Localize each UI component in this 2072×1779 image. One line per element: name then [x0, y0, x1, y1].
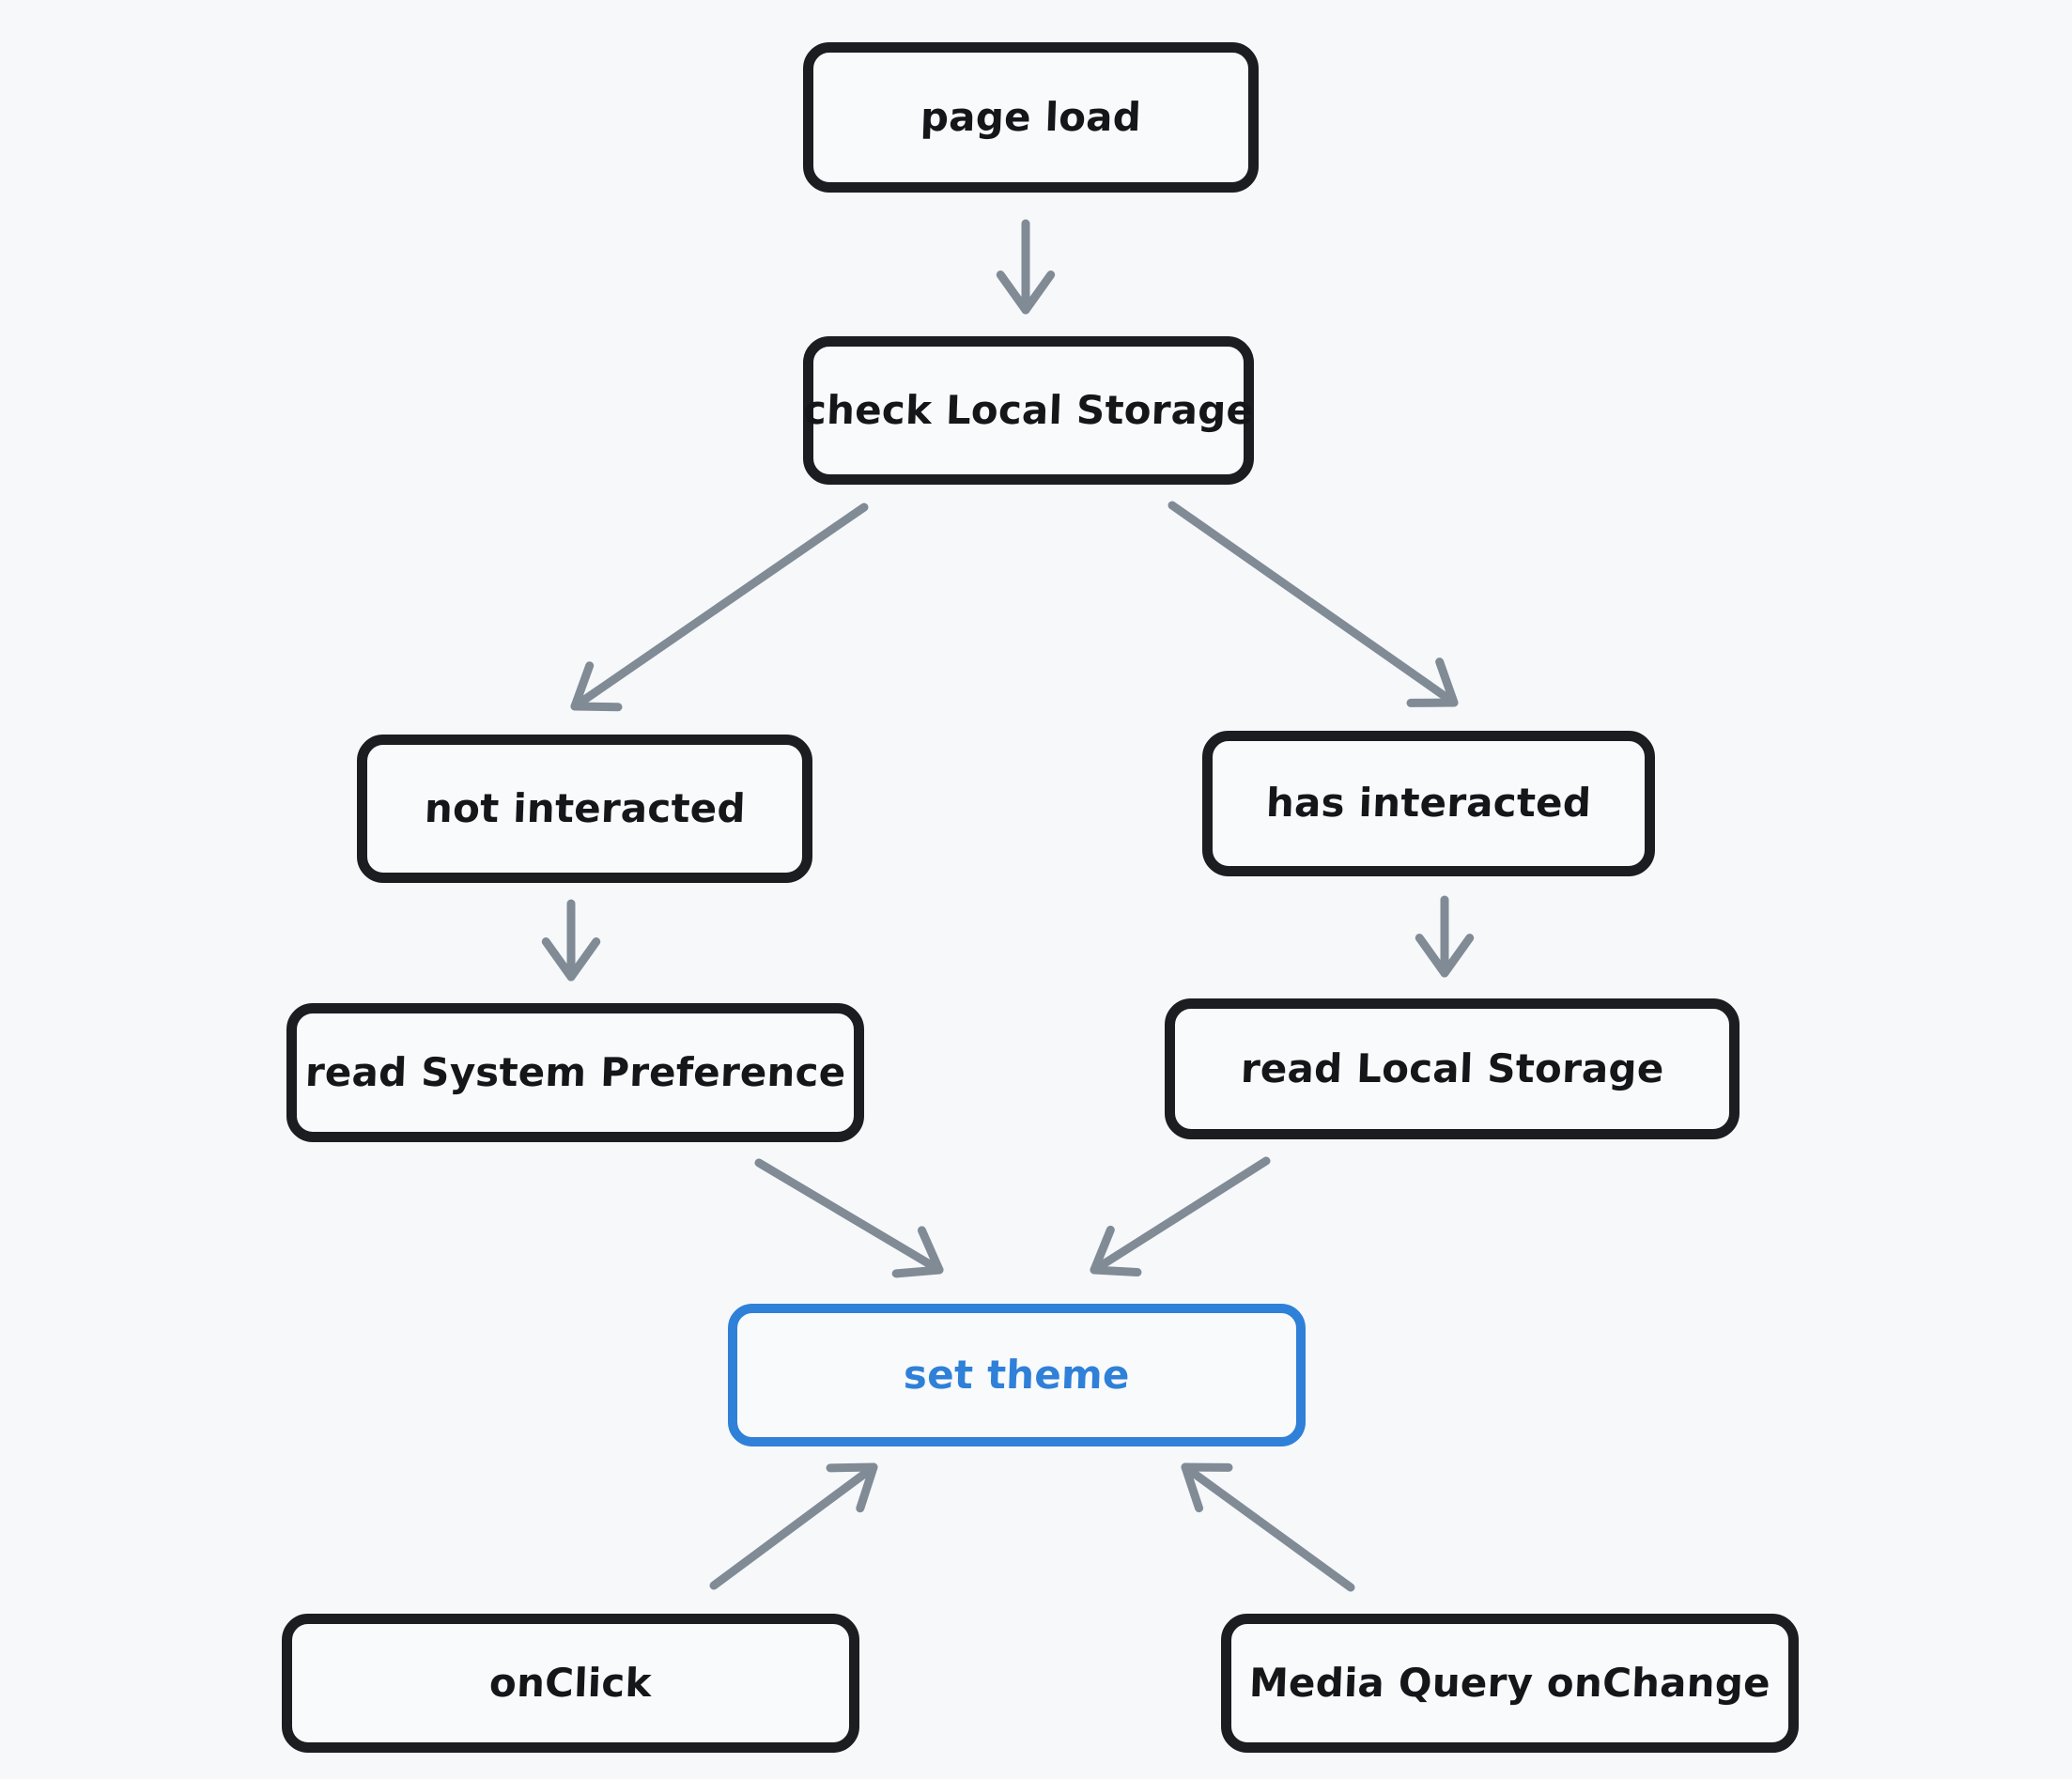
edge-line	[754, 1158, 944, 1275]
node-label-media-query: Media Query onChange	[1248, 1659, 1771, 1706]
node-has-interacted[interactable]: has interacted	[1202, 731, 1655, 876]
node-label-page-load: page load	[920, 93, 1142, 140]
node-check-local-storage[interactable]: check Local Storage	[803, 336, 1254, 485]
edge-read-local-storage-to-set-theme	[1090, 1156, 1271, 1277]
edge-media-query-to-set-theme	[1181, 1462, 1355, 1592]
edge-arrowhead	[541, 937, 601, 982]
edge-has-interacted-to-read-local-storage	[1415, 895, 1475, 978]
node-page-load[interactable]: page load	[803, 42, 1259, 193]
node-read-system-pref[interactable]: read System Preference	[286, 1003, 864, 1142]
node-set-theme[interactable]: set theme	[728, 1304, 1306, 1446]
edge-check-local-storage-to-has-interacted	[1167, 501, 1459, 707]
edge-page-load-to-check-local-storage	[996, 219, 1056, 315]
edge-check-local-storage-to-not-interacted	[570, 503, 869, 712]
node-not-interacted[interactable]: not interacted	[357, 735, 812, 883]
node-label-has-interacted: has interacted	[1265, 780, 1592, 827]
edge-arrowhead	[996, 271, 1056, 315]
edge-arrowhead	[826, 1462, 878, 1513]
edge-arrowhead	[891, 1226, 944, 1278]
edge-arrowhead	[1406, 657, 1459, 707]
edge-arrowhead	[1090, 1225, 1142, 1277]
node-label-not-interacted: not interacted	[423, 784, 747, 831]
node-on-click[interactable]: onClick	[282, 1614, 859, 1753]
edge-line	[709, 1462, 878, 1590]
edge-arrowhead	[1181, 1462, 1233, 1513]
node-label-set-theme: set theme	[903, 1351, 1131, 1398]
node-label-check-local-storage: check Local Storage	[802, 386, 1255, 433]
edge-line	[1181, 1462, 1355, 1592]
node-media-query[interactable]: Media Query onChange	[1221, 1614, 1799, 1753]
node-label-on-click: onClick	[488, 1659, 653, 1706]
edge-line	[1090, 1156, 1271, 1275]
edge-line	[1167, 501, 1459, 707]
edge-arrowhead	[570, 661, 623, 712]
edge-not-interacted-to-read-system-pref	[541, 899, 601, 982]
edge-read-system-pref-to-set-theme	[754, 1158, 944, 1278]
node-label-read-system-pref: read System Preference	[303, 1048, 847, 1095]
edge-on-click-to-set-theme	[709, 1462, 878, 1590]
edge-arrowhead	[1415, 934, 1475, 978]
node-read-local-storage[interactable]: read Local Storage	[1165, 998, 1740, 1139]
edge-line	[570, 503, 869, 711]
node-label-read-local-storage: read Local Storage	[1239, 1044, 1665, 1091]
